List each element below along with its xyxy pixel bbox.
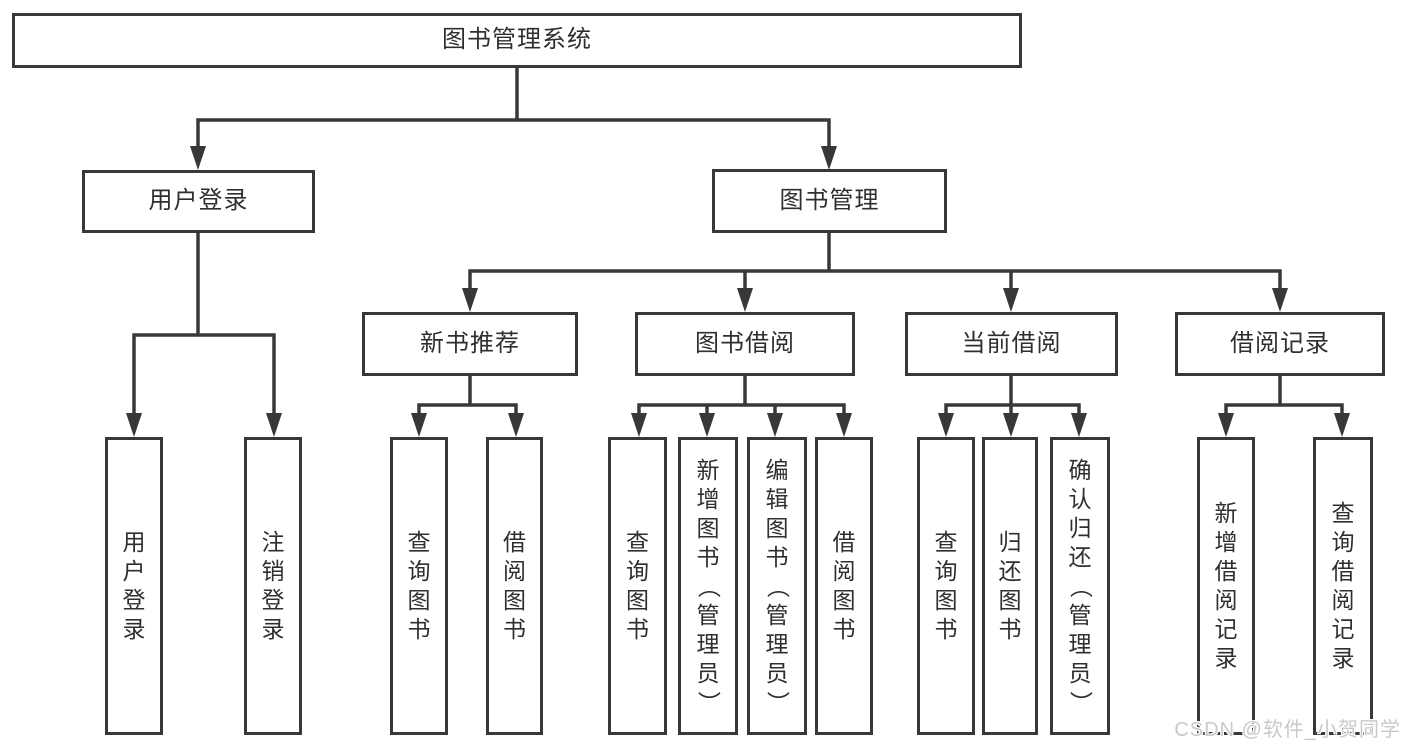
leaf-current-query-books: 查询图书 (917, 437, 975, 735)
leaf-records-query-record: 查询借阅记录 (1313, 437, 1373, 735)
node-book-borrowing: 图书借阅 (635, 312, 855, 376)
leaf-borrow-query-books: 查询图书 (608, 437, 667, 735)
leaf-current-confirm-return-admin: 确认归还（管理员） (1050, 437, 1110, 735)
leaf-newbook-borrow-books: 借阅图书 (486, 437, 543, 735)
leaf-records-add-record: 新增借阅记录 (1197, 437, 1255, 735)
edge-book-mgmt (468, 231, 1282, 297)
node-root: 图书管理系统 (12, 13, 1022, 68)
edge-book-borrow (637, 374, 846, 422)
leaf-user-login: 用户登录 (105, 437, 163, 735)
node-user-login: 用户登录 (82, 170, 315, 233)
node-book-management: 图书管理 (712, 169, 947, 233)
edge-user-login (132, 231, 276, 422)
node-new-book-recommend: 新书推荐 (362, 312, 578, 376)
leaf-logout: 注销登录 (244, 437, 302, 735)
edge-borrow-records (1224, 374, 1344, 422)
leaf-borrow-edit-books-admin: 编辑图书（管理员） (747, 437, 807, 735)
edge-current-borrow (944, 374, 1081, 422)
leaf-borrow-add-books-admin: 新增图书（管理员） (678, 437, 738, 735)
leaf-borrow-borrow-books: 借阅图书 (815, 437, 873, 735)
edge-root (196, 66, 831, 154)
node-current-borrowing: 当前借阅 (905, 312, 1118, 376)
leaf-newbook-query-books: 查询图书 (390, 437, 448, 735)
edge-new-book (417, 374, 518, 422)
node-borrow-records: 借阅记录 (1175, 312, 1385, 376)
csdn-watermark: CSDN @软件_小贺同学 (1174, 719, 1401, 741)
leaf-current-return-books: 归还图书 (982, 437, 1038, 735)
